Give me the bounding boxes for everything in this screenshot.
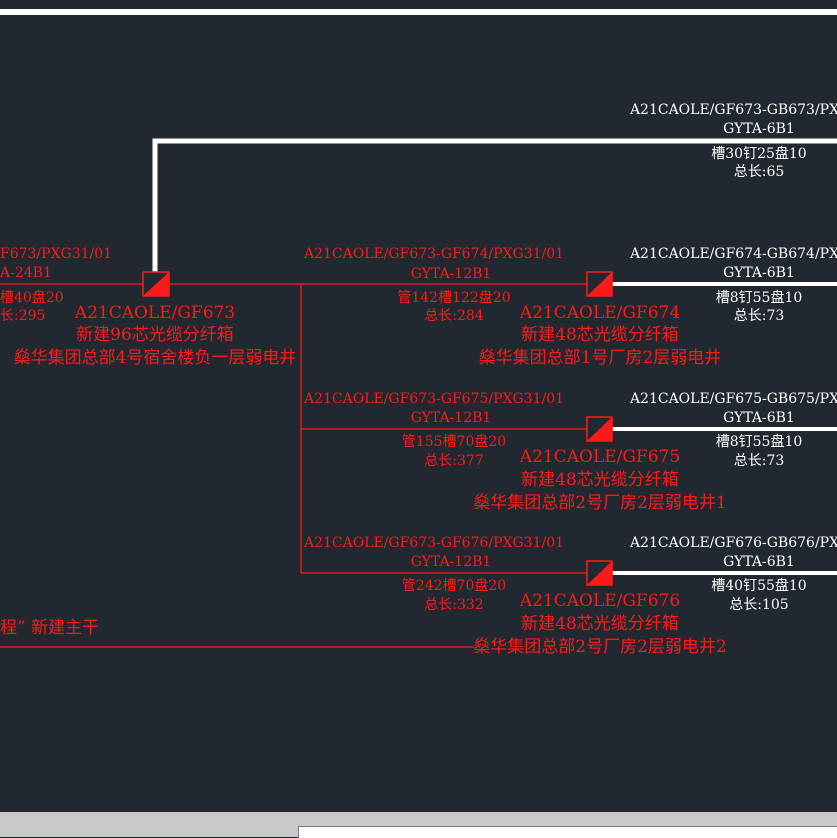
left-cable-type: A-24B1 bbox=[0, 265, 52, 281]
trunk-label: 程” 新建主干 bbox=[0, 618, 99, 638]
main-box-labels: A21CAOLE/GF673 新建96芯光缆分纤箱 燊华集团总部4号宿舍楼负一层… bbox=[14, 303, 297, 368]
branch-box-id: A21CAOLE/GF674 bbox=[519, 303, 680, 323]
left-cable-id: F673/PXG31/01 bbox=[0, 246, 112, 262]
red-trunk-lines bbox=[0, 283, 587, 648]
top-cable-line bbox=[152, 138, 837, 272]
branch-length: 总长:284 bbox=[424, 308, 484, 324]
branch-box-id: A21CAOLE/GF675 bbox=[519, 447, 680, 467]
out-duct: 槽8钉55盘10 bbox=[716, 289, 803, 306]
branch-box-location: 燊华集团总部2号厂房2层弱电井2 bbox=[473, 637, 726, 657]
command-panel[interactable] bbox=[298, 826, 837, 838]
branch-cable-type: GYTA-12B1 bbox=[411, 554, 492, 570]
branch-cable-type: GYTA-12B1 bbox=[411, 266, 492, 282]
left-duct: 槽40盘20 bbox=[0, 289, 64, 306]
branch-box-desc: 新建48芯光缆分纤箱 bbox=[521, 325, 679, 345]
out-cable-id: A21CAOLE/GF675-GB675/PXG31 bbox=[629, 391, 837, 407]
branch-box-desc: 新建48芯光缆分纤箱 bbox=[521, 614, 679, 634]
branch-box-id: A21CAOLE/GF676 bbox=[519, 591, 680, 611]
left-partial-labels: F673/PXG31/01 A-24B1 槽40盘20 长:295 bbox=[0, 246, 112, 324]
out-cable-id: A21CAOLE/GF674-GB674/PXG31 bbox=[629, 246, 837, 262]
top-frame-line bbox=[0, 9, 837, 15]
branch-duct: 管155槽70盘20 bbox=[402, 433, 506, 450]
branch-gf674: A21CAOLE/GF673-GF674/PXG31/01 GYTA-12B1 … bbox=[303, 246, 837, 368]
top-cable-labels: A21CAOLE/GF673-GB673/PXG31 GYTA-6B1 槽30钉… bbox=[629, 102, 837, 180]
branch-length: 总长:377 bbox=[424, 453, 483, 469]
branch-box-desc: 新建48芯光缆分纤箱 bbox=[521, 470, 679, 490]
branch-cable-id: A21CAOLE/GF673-GF676/PXG31/01 bbox=[303, 535, 564, 551]
out-cable-type: GYTA-6B1 bbox=[723, 265, 795, 281]
out-cable-type: GYTA-6B1 bbox=[723, 410, 795, 426]
branch-box-location: 燊华集团总部1号厂房2层弱电井 bbox=[479, 348, 722, 368]
out-length: 总长:73 bbox=[734, 308, 785, 324]
branch-duct: 管142槽122盘20 bbox=[397, 289, 510, 306]
splitter-box-gf673[interactable] bbox=[142, 271, 170, 297]
out-length: 总长:105 bbox=[729, 597, 788, 613]
branch-cable-id: A21CAOLE/GF673-GF675/PXG31/01 bbox=[303, 391, 564, 407]
branch-duct: 管242槽70盘20 bbox=[402, 577, 506, 594]
top-cable-id: A21CAOLE/GF673-GB673/PXG31 bbox=[629, 102, 837, 118]
white-outgoing-cables bbox=[612, 282, 837, 575]
out-duct: 槽8钉55盘10 bbox=[716, 433, 803, 450]
branch-gf675: A21CAOLE/GF673-GF675/PXG31/01 GYTA-12B1 … bbox=[303, 391, 837, 513]
branch-gf676: A21CAOLE/GF673-GF676/PXG31/01 GYTA-12B1 … bbox=[303, 535, 837, 657]
out-duct: 槽40钉55盘10 bbox=[711, 577, 806, 594]
out-cable-type: GYTA-6B1 bbox=[723, 554, 795, 570]
out-cable-id: A21CAOLE/GF676-GB676/PXG31 bbox=[629, 535, 837, 551]
branch-cable-type: GYTA-12B1 bbox=[411, 410, 492, 426]
main-box-desc: 新建96芯光缆分纤箱 bbox=[76, 325, 234, 345]
left-length: 长:295 bbox=[0, 308, 45, 324]
branch-cable-id: A21CAOLE/GF673-GF674/PXG31/01 bbox=[303, 246, 564, 262]
top-cable-length: 总长:65 bbox=[734, 164, 785, 180]
main-box-location: 燊华集团总部4号宿舍楼负一层弱电井 bbox=[14, 348, 297, 368]
branch-length: 总长:332 bbox=[424, 597, 483, 613]
splitter-box-gf674[interactable] bbox=[586, 271, 613, 297]
main-box-id: A21CAOLE/GF673 bbox=[74, 303, 235, 323]
branch-box-location: 燊华集团总部2号厂房2层弱电井1 bbox=[473, 493, 726, 513]
out-length: 总长:73 bbox=[734, 453, 785, 469]
top-cable-duct: 槽30钉25盘10 bbox=[711, 145, 806, 162]
splitter-box-gf676[interactable] bbox=[586, 560, 613, 586]
splitter-box-gf675[interactable] bbox=[586, 416, 613, 442]
top-cable-type: GYTA-6B1 bbox=[723, 121, 795, 137]
